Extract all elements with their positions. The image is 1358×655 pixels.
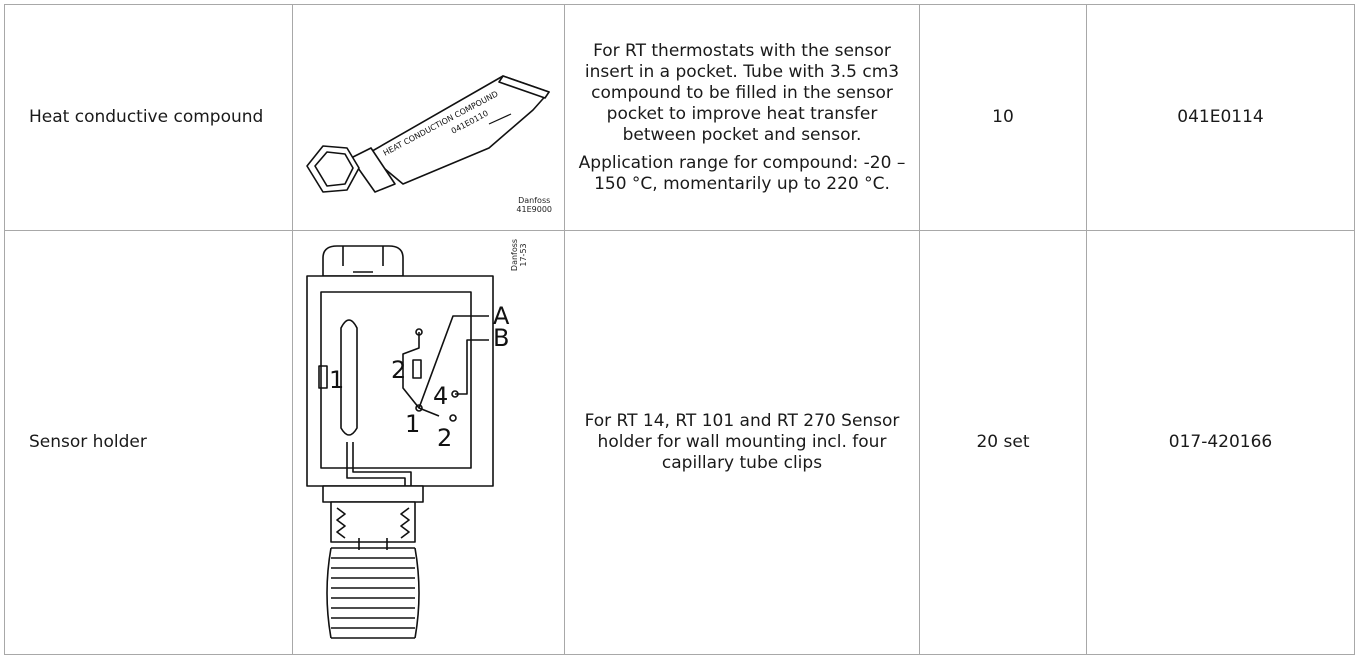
description-paragraph: For RT thermostats with the sensor inser… (584, 40, 900, 145)
label-1-bottom: 1 (405, 410, 420, 438)
product-description: For RT thermostats with the sensor inser… (564, 4, 920, 231)
compound-tube-icon: HEAT CONDUCTION COMPOUND 041E0110 (306, 74, 550, 193)
ref-code: 41E9000 (516, 204, 552, 214)
table-row: Sensor holder (4, 230, 1355, 655)
accessories-table: Heat conductive compound (4, 4, 1355, 655)
image-reference: Danfoss 41E9000 (516, 196, 552, 214)
table-row: Heat conductive compound (4, 4, 1355, 231)
label-2-contact: 2 (391, 356, 406, 384)
product-description: For RT 14, RT 101 and RT 270 Sensor hold… (564, 230, 920, 655)
product-code: 017-420166 (1086, 230, 1355, 655)
label-b: B (493, 324, 509, 352)
label-1-sensor: 1 (329, 366, 344, 394)
product-name: Heat conductive compound (4, 4, 293, 231)
product-name: Sensor holder (4, 230, 293, 655)
product-quantity: 20 set (919, 230, 1087, 655)
ref-brand: Danfoss (510, 238, 519, 271)
label-2-bottom: 2 (437, 424, 452, 452)
ref-code: 17-53 (519, 242, 528, 267)
product-quantity: 10 (919, 4, 1087, 231)
description-paragraph: Application range for compound: -20 – 15… (578, 152, 906, 194)
ref-brand: Danfoss (518, 195, 551, 205)
label-a: A (493, 302, 510, 330)
description-paragraph: For RT 14, RT 101 and RT 270 Sensor hold… (584, 411, 900, 473)
image-reference: Danfoss 17-53 (510, 235, 528, 275)
product-code: 041E0114 (1086, 4, 1355, 231)
label-4: 4 (433, 382, 448, 410)
product-image-cell: A B 1 2 4 1 2 Danfoss 17-53 (292, 230, 565, 655)
sensor-holder-diagram-icon: A B 1 2 4 1 2 (306, 244, 510, 639)
product-image-cell: HEAT CONDUCTION COMPOUND 041E0110 Danfos… (292, 4, 565, 231)
